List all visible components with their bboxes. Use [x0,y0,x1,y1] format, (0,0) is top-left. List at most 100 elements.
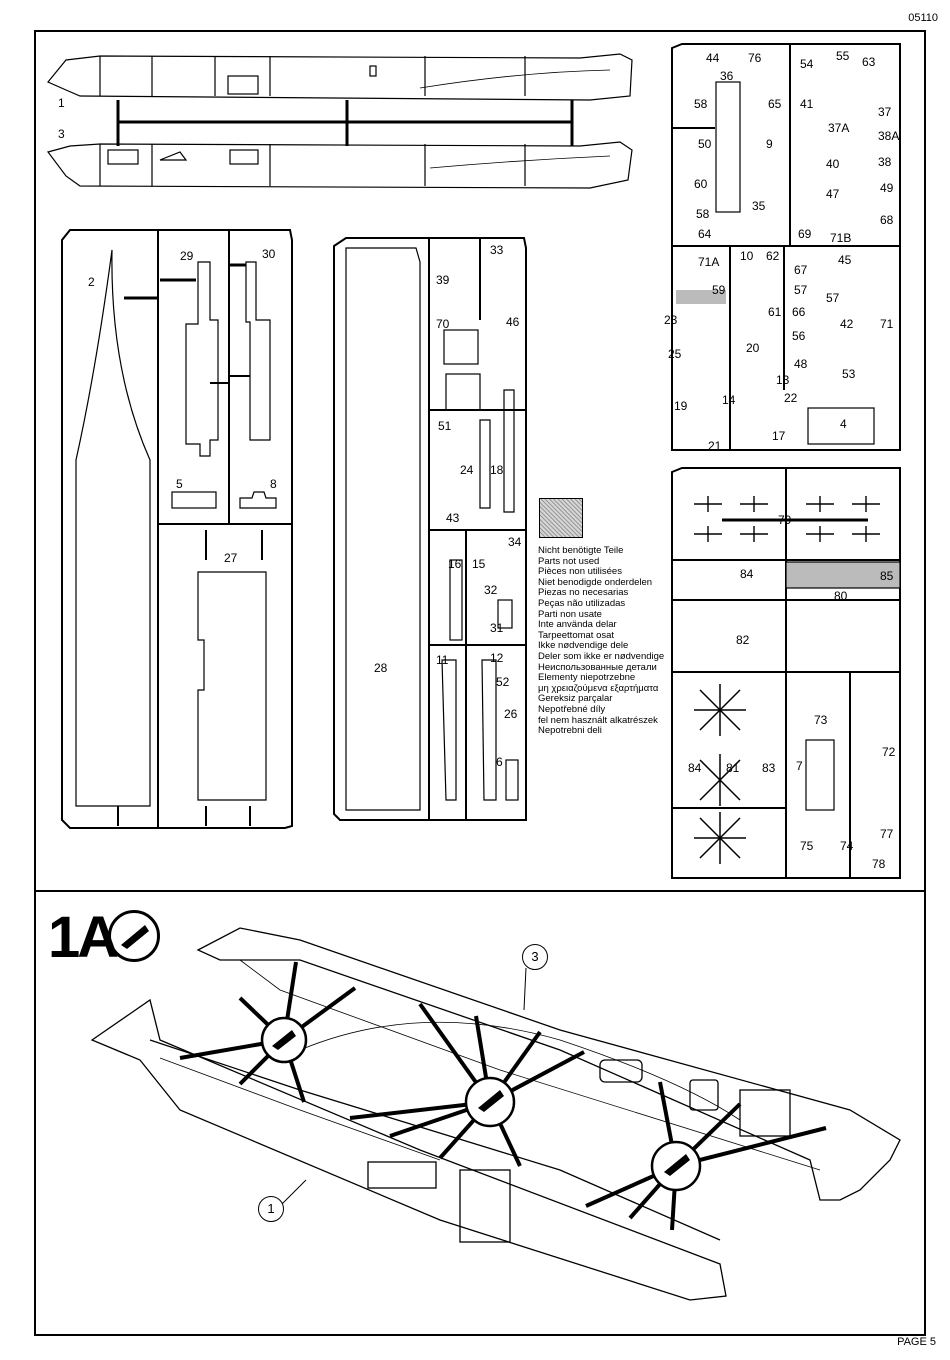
part-label-58b: 58 [696,207,710,221]
part-label-51: 51 [438,419,452,433]
part-label-31: 31 [490,621,504,635]
part-label-3: 3 [58,127,65,141]
callout-leaders [281,967,527,1205]
unused-parts-notice: Nicht benötigte Teile Parts not used Piè… [538,545,664,737]
notice-line: fel nem használt alkatrészek [538,714,658,726]
assembly-illustration [90,927,901,1301]
section-divider [34,890,926,892]
part-label-12: 12 [490,651,504,665]
part-label-58a: 58 [694,97,708,111]
part-label-6: 6 [496,755,503,769]
part-label-78: 78 [872,857,886,871]
part-label-64: 64 [698,227,712,241]
part-27 [197,571,267,801]
part-label-32: 32 [484,583,498,597]
part-label-42: 42 [840,317,854,331]
notice-line: Nepotřebné díly [538,703,606,715]
part-label-79: 79 [778,513,792,527]
part-5 [171,491,217,509]
notice-line: Parts not used [538,555,600,567]
part-label-76: 76 [748,51,762,65]
part-label-39: 39 [436,273,450,287]
part-label-7: 7 [796,759,803,773]
notice-line: Nepotrebni deli [538,725,602,737]
part-label-47: 47 [826,187,840,201]
notice-line: Piezas no necesarias [538,587,629,599]
part-label-71B: 71B [830,231,852,245]
part-label-54: 54 [800,57,814,71]
hull-part-1 [47,53,633,101]
part-label-28: 28 [374,661,388,675]
notice-line: Nicht benötigte Teile [538,545,624,556]
page-frame [34,30,926,1336]
page-number: PAGE 5 [897,1336,936,1348]
notice-line: Gereksiz parçalar [538,693,613,705]
part-label-19: 19 [674,399,688,413]
deck-part-2 [75,249,151,807]
part-label-73: 73 [814,713,828,727]
part-label-15: 15 [472,557,486,571]
part-label-40: 40 [826,157,840,171]
part-label-53: 53 [842,367,856,381]
part-label-63: 63 [862,55,876,69]
part-label-13: 13 [776,373,790,387]
glue-icon [108,910,160,962]
glue-markers [272,1030,690,1176]
notice-line: Tarpeettomat osat [538,629,615,641]
part-label-85: 85 [880,569,894,583]
part-label-5: 5 [176,477,183,491]
part-label-75: 75 [800,839,814,853]
part-label-56: 56 [792,329,806,343]
part-label-18: 18 [490,463,504,477]
notice-line: Pièces non utilisées [538,566,622,578]
part-label-35: 35 [752,199,766,213]
part-label-71A: 71A [698,255,720,269]
part-label-17: 17 [772,429,786,443]
part-label-8: 8 [270,477,277,491]
part-label-60: 60 [694,177,708,191]
part-label-21: 21 [708,439,722,453]
part-label-49: 49 [880,181,894,195]
part-label-20: 20 [746,341,760,355]
deck-part-28 [345,247,421,811]
part-label-59: 59 [712,283,726,297]
document-code: 05110 [908,12,938,24]
part-label-29: 29 [180,249,194,263]
part-label-50: 50 [698,137,712,151]
notice-line: Неиспользованные детали [538,661,657,673]
notice-line: Ikke nødvendige dele [538,640,629,652]
part-label-46: 46 [506,315,520,329]
part-label-24: 24 [460,463,474,477]
notice-line: Elementy niepotrzebne [538,672,636,684]
part-label-38: 38 [878,155,892,169]
part-30 [245,261,271,441]
part-label-72: 72 [882,745,896,759]
part-label-2: 2 [88,275,95,289]
notice-line: μη χρειαζούμενα εξαρτήματα [538,682,659,694]
part-label-9: 9 [766,137,773,151]
part-label-34: 34 [508,535,522,549]
part-label-11: 11 [436,653,449,667]
callout-part-1: 1 [258,1196,284,1222]
part-label-27: 27 [224,551,238,565]
part-label-57b: 57 [826,291,840,305]
part-label-67: 67 [794,263,808,277]
part-label-81: 81 [726,761,740,775]
part-label-38A: 38A [878,129,900,143]
part-label-1: 1 [58,96,65,110]
part-label-80: 80 [834,589,848,603]
part-label-16: 16 [448,557,462,571]
part-label-25: 25 [668,347,682,361]
part-label-23: 23 [664,313,678,327]
notice-line: Inte använda delar [538,619,617,631]
part-label-83: 83 [762,761,776,775]
part-label-26: 26 [504,707,518,721]
part-label-70: 70 [436,317,450,331]
callout-part-3: 3 [522,944,548,970]
part-8 [239,491,277,509]
part-label-43: 43 [446,511,460,525]
part-label-33: 33 [490,243,504,257]
part-label-30: 30 [262,247,276,261]
part-label-82: 82 [736,633,750,647]
